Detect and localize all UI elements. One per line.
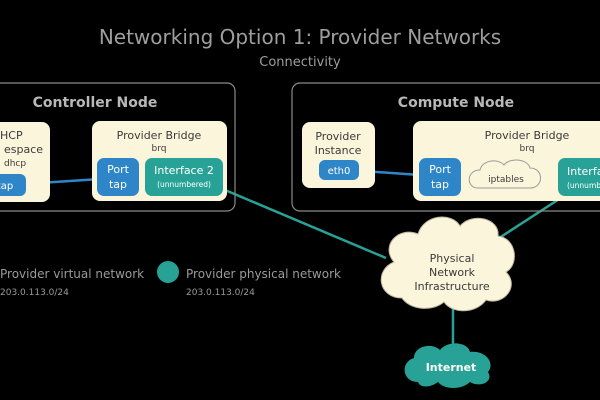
physical-line3: Infrastructure [414,280,490,293]
legend-virtual-sub: 203.0.113.0/24 [0,288,69,298]
internet-cloud [404,343,491,388]
controller-iface-line1: Interface 2 [154,164,214,177]
legend-physical-swatch [157,261,179,283]
compute-node-label: Compute Node [398,95,514,111]
dhcp-label-line2: espace [4,143,43,156]
eth0-box [319,160,359,180]
compute-node-panel [291,82,600,212]
compute-port-line2: tap [431,178,449,191]
compute-interface [558,158,600,196]
controller-node-panel [0,82,236,212]
diagram-title: Networking Option 1: Provider Networks [99,25,501,49]
compute-iface-line1: Interfa [567,165,600,178]
controller-bridge-sub: brq [152,144,167,154]
controller-port-line2: tap [109,178,127,191]
controller-bridge-title: Provider Bridge [117,129,202,142]
compute-port-tap [419,158,461,196]
compute-bridge-sub: brq [520,144,535,154]
iptables-cloud [468,159,541,189]
dhcp-tap-box [0,174,26,196]
dhcp-label-line1: HCP [0,129,23,142]
legend-physical-label: Provider physical network [186,267,341,281]
controller-port-tap [97,158,139,196]
controller-iface-line2: (unnumbered) [157,180,211,189]
instance-label-line2: Instance [315,144,362,157]
compute-bridge-title: Provider Bridge [485,129,570,142]
compute-iface-line2: (unnumb [567,181,600,190]
iptables-label: iptables [488,175,524,185]
diagram-subtitle: Connectivity [259,55,341,70]
controller-interface-2 [145,158,223,196]
physical-line2: Network [429,266,476,279]
compute-port-line1: Port [429,163,451,176]
legend-virtual-label: Provider virtual network [0,267,144,281]
instance-label-line1: Provider [315,130,361,143]
controller-port-line1: Port [107,163,129,176]
physical-network-cloud [380,216,515,312]
controller-node-label: Controller Node [33,95,158,111]
physical-line1: Physical [430,252,475,265]
eth0-label: eth0 [328,166,351,177]
dhcp-tap-label: tap [0,181,13,192]
dhcp-label-line3: dhcp [4,159,26,169]
internet-label: Internet [426,361,477,374]
controller-iface-to-physical-link [224,188,387,260]
legend-physical-sub: 203.0.113.0/24 [186,288,255,298]
